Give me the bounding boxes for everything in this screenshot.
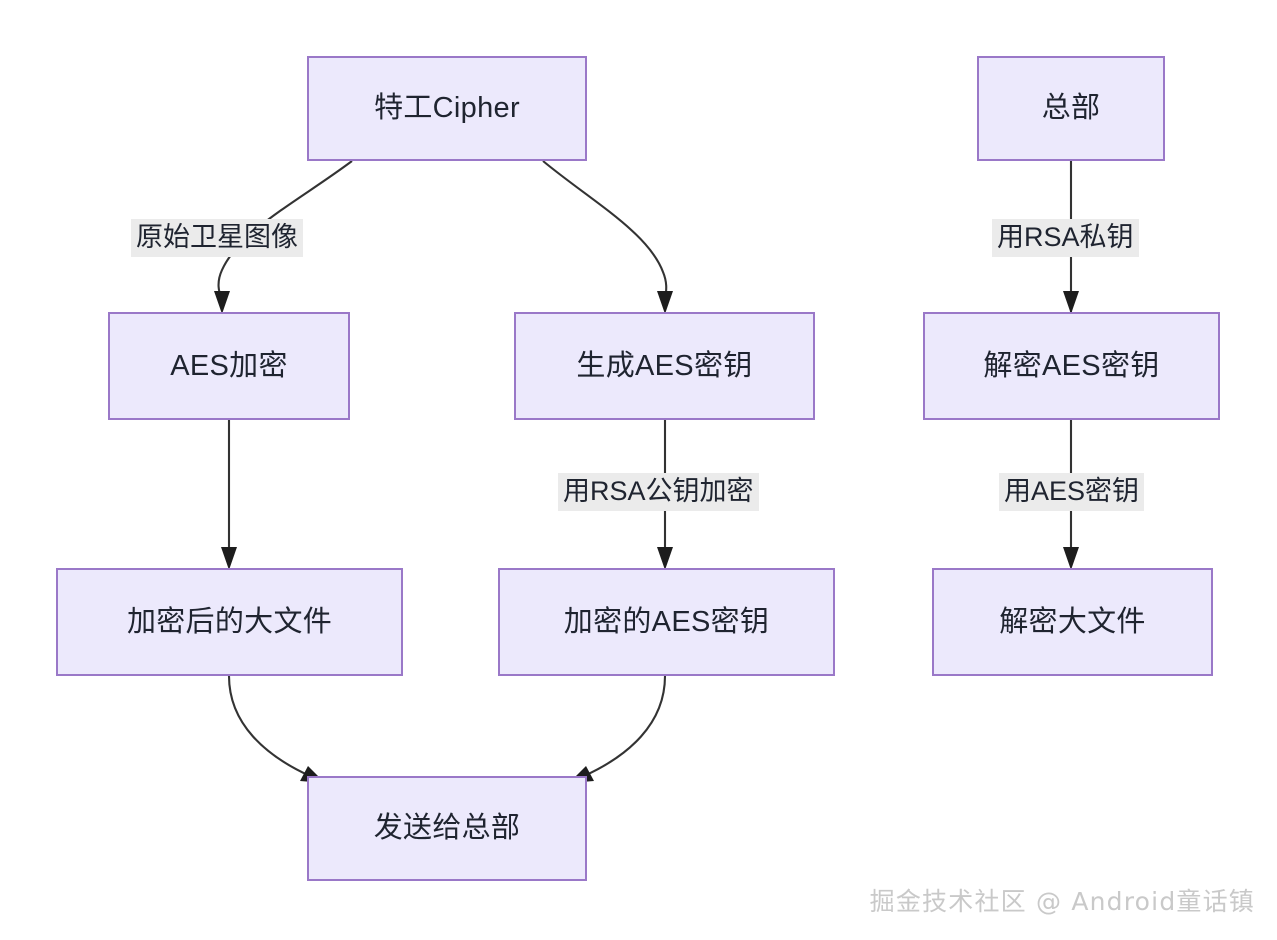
node-label: AES加密 <box>170 349 288 382</box>
edge-label-with-aes-key: 用AES密钥 <box>999 473 1145 511</box>
node-headquarters[interactable]: 总部 <box>977 56 1165 161</box>
node-label: 生成AES密钥 <box>576 349 753 382</box>
arrow-head-icon <box>1063 547 1079 570</box>
edge-decrypt-key-to-decrypt-file <box>1063 547 1079 570</box>
node-label: 解密AES密钥 <box>983 349 1160 382</box>
node-agent-cipher[interactable]: 特工Cipher <box>307 56 587 161</box>
edge-label-raw-satellite-image: 原始卫星图像 <box>131 219 303 257</box>
arrow-head-icon <box>657 291 673 314</box>
arrow-head-icon <box>214 291 230 314</box>
arrow-head-icon <box>657 547 673 570</box>
edge-agent-to-generate-aes-key <box>542 160 673 314</box>
node-encrypted-large-file[interactable]: 加密后的大文件 <box>56 568 403 676</box>
arrow-head-icon <box>1063 291 1079 314</box>
node-decrypt-aes-key[interactable]: 解密AES密钥 <box>923 312 1220 420</box>
arrow-head-icon <box>221 547 237 570</box>
node-label: 发送给总部 <box>373 812 521 845</box>
node-decrypt-large-file[interactable]: 解密大文件 <box>932 568 1213 676</box>
node-generate-aes-key[interactable]: 生成AES密钥 <box>514 312 815 420</box>
node-label: 解密大文件 <box>999 605 1146 638</box>
edge-label-encrypt-with-rsa-public-key: 用RSA公钥加密 <box>558 473 759 511</box>
node-label: 总部 <box>1041 92 1101 125</box>
node-encrypted-aes-key[interactable]: 加密的AES密钥 <box>498 568 835 676</box>
edge-aes-encrypt-to-encrypted-file <box>221 420 237 570</box>
edge-label-with-rsa-private-key: 用RSA私钥 <box>992 219 1139 257</box>
node-label: 特工Cipher <box>374 92 520 125</box>
node-send-to-headquarters[interactable]: 发送给总部 <box>307 776 587 881</box>
node-label: 加密的AES密钥 <box>563 605 770 638</box>
edge-encrypted-file-to-send-hq <box>227 675 325 783</box>
node-aes-encrypt[interactable]: AES加密 <box>108 312 350 420</box>
watermark-text: 掘金技术社区 @ Android童话镇 <box>869 887 1255 916</box>
node-label: 加密后的大文件 <box>126 605 333 638</box>
edge-encrypted-key-to-send-hq <box>569 675 667 783</box>
